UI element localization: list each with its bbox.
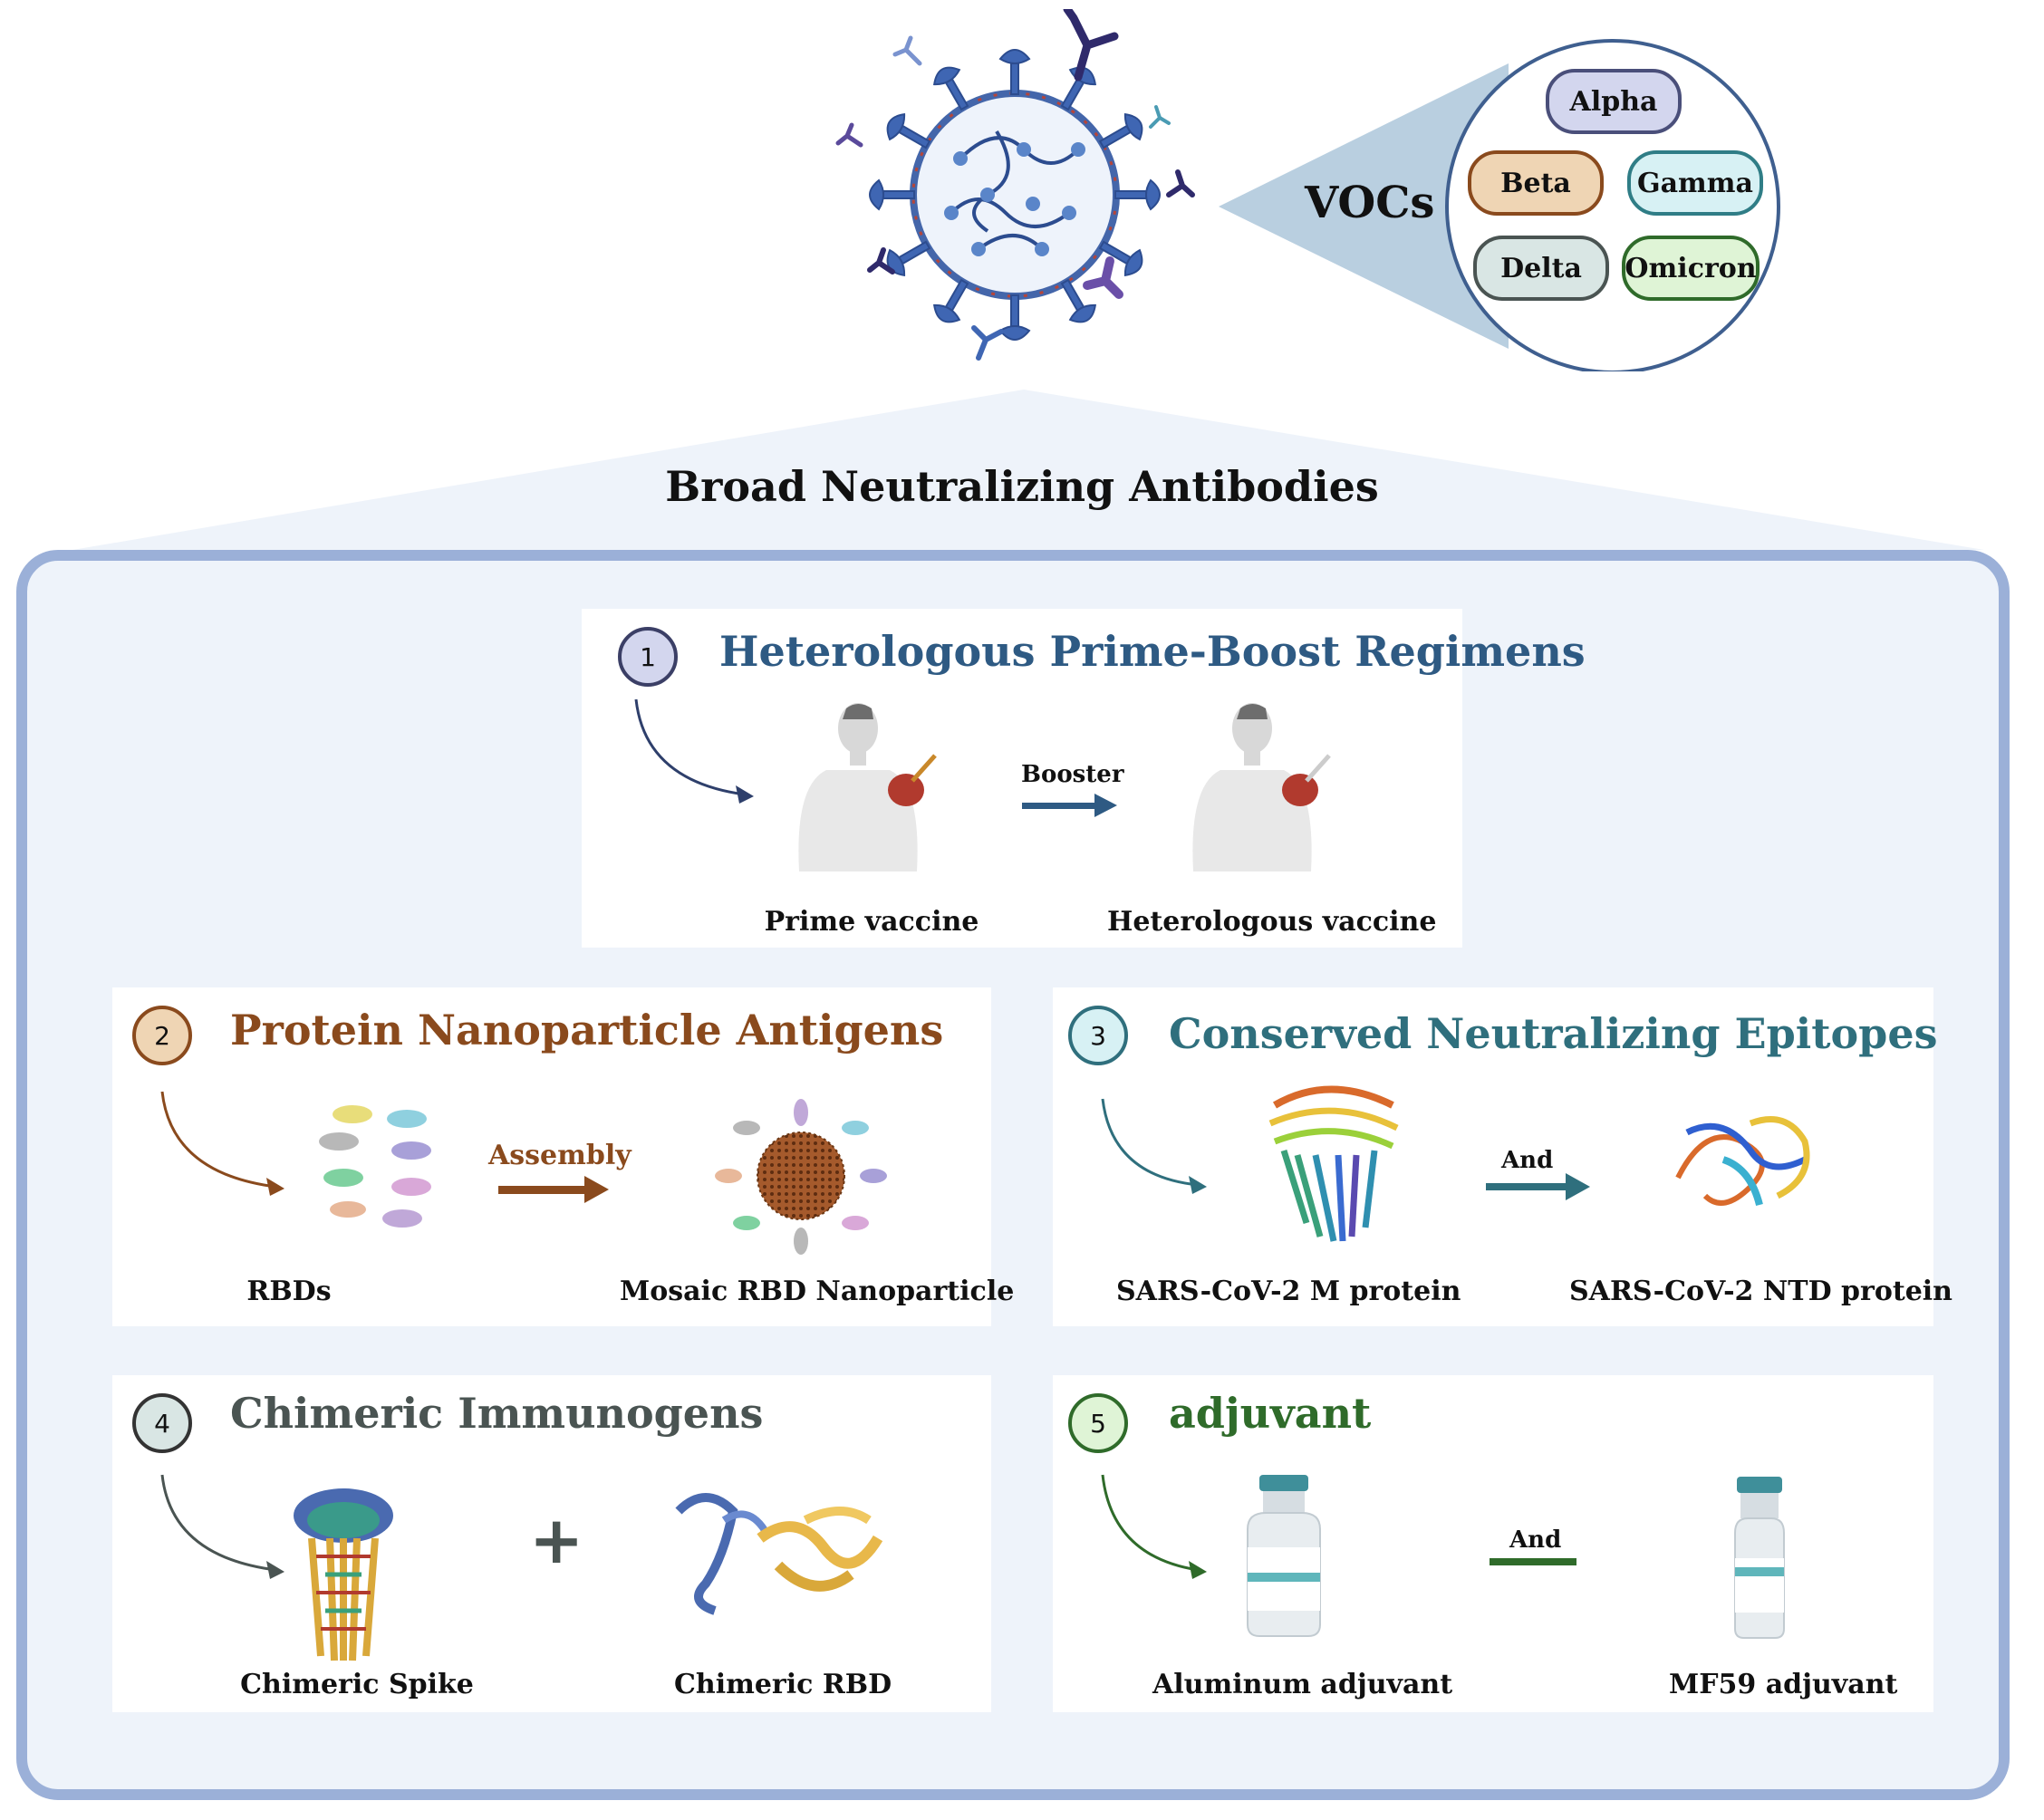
and-bar bbox=[1490, 1558, 1576, 1565]
panel-title: Protein Nanoparticle Antigens bbox=[230, 1006, 944, 1054]
variant-pill-alpha: Alpha bbox=[1546, 69, 1682, 134]
chimeric-spike-structure-icon bbox=[294, 1488, 393, 1661]
flow-arrow bbox=[1101, 1098, 1207, 1194]
left-caption: Aluminum adjuvant bbox=[1152, 1669, 1453, 1700]
right-caption: Chimeric RBD bbox=[674, 1669, 892, 1700]
assembly-arrow bbox=[498, 1176, 609, 1203]
chimeric-rbd-structure-icon bbox=[675, 1493, 883, 1615]
person-injection-icon bbox=[1192, 703, 1331, 871]
left-caption: Chimeric Spike bbox=[240, 1669, 474, 1700]
mf59-adjuvant-vial-icon bbox=[1734, 1477, 1785, 1639]
mosaic-nanoparticle-icon bbox=[715, 1099, 887, 1255]
person-injection-icon bbox=[798, 703, 937, 871]
plus-sign: + bbox=[529, 1502, 584, 1578]
arrow-label: Booster bbox=[1021, 761, 1124, 788]
background-trapezoid bbox=[72, 390, 1984, 550]
panel-prime-boost: 1 Heterologous Prime-Boost Regimens Boos… bbox=[582, 609, 1586, 948]
left-caption: RBDs bbox=[246, 1276, 332, 1307]
rbd-proteins-icon bbox=[319, 1105, 431, 1228]
flow-arrow bbox=[160, 1474, 284, 1579]
arrow-label: And bbox=[1509, 1526, 1562, 1554]
panel-number: 3 bbox=[1090, 1020, 1106, 1051]
section-title: Broad Neutralizing Antibodies bbox=[665, 462, 1379, 511]
panel-number: 1 bbox=[640, 641, 656, 672]
variant-pill-gamma: Gamma bbox=[1627, 150, 1763, 216]
panel-number-badge: 4 bbox=[132, 1393, 192, 1453]
panel-number-badge: 2 bbox=[132, 1006, 192, 1065]
panel-number: 4 bbox=[154, 1408, 170, 1439]
arrow-label: And bbox=[1501, 1147, 1554, 1174]
right-caption: MF59 adjuvant bbox=[1669, 1669, 1898, 1700]
panel-number-badge: 3 bbox=[1068, 1006, 1128, 1065]
panel-number: 2 bbox=[154, 1020, 170, 1051]
panel-title: Heterologous Prime-Boost Regimens bbox=[719, 627, 1586, 676]
left-caption: Prime vaccine bbox=[764, 906, 979, 938]
panel-number: 5 bbox=[1090, 1408, 1106, 1439]
and-arrow bbox=[1486, 1173, 1590, 1200]
variant-pill-beta: Beta bbox=[1468, 150, 1604, 216]
panel-number-badge: 5 bbox=[1068, 1393, 1128, 1453]
variant-pill-delta: Delta bbox=[1473, 236, 1609, 301]
booster-arrow bbox=[1022, 794, 1117, 817]
m-protein-structure-icon bbox=[1268, 1085, 1399, 1242]
right-caption: Heterologous vaccine bbox=[1107, 906, 1437, 938]
flow-arrow bbox=[160, 1091, 284, 1196]
ntd-protein-structure-icon bbox=[1675, 1116, 1810, 1207]
panel-chimeric: 4 Chimeric Immunogens + Chimeric Spike C… bbox=[112, 1375, 991, 1712]
arrow-label: Assembly bbox=[488, 1140, 632, 1171]
right-caption: Mosaic RBD Nanoparticle bbox=[620, 1276, 1015, 1307]
voc-label: VOCs bbox=[1305, 178, 1435, 228]
panel-nanoparticle: 2 Protein Nanoparticle Antigens Assembly… bbox=[112, 987, 1015, 1326]
aluminum-adjuvant-vial-icon bbox=[1247, 1475, 1321, 1637]
panel-title: Conserved Neutralizing Epitopes bbox=[1169, 1009, 1938, 1058]
right-caption: SARS-CoV-2 NTD protein bbox=[1569, 1276, 1952, 1307]
flow-arrow bbox=[1101, 1474, 1207, 1579]
panel-title: Chimeric Immunogens bbox=[230, 1389, 764, 1438]
flow-arrow bbox=[634, 698, 754, 804]
virus-with-antibodies-illustration bbox=[835, 9, 1195, 361]
panel-adjuvant: 5 adjuvant And Aluminum adjuvant MF59 ad… bbox=[1053, 1375, 1933, 1712]
panel-title: adjuvant bbox=[1169, 1389, 1372, 1438]
variant-pill-omicron: Omicron bbox=[1622, 236, 1760, 301]
left-caption: SARS-CoV-2 M protein bbox=[1116, 1276, 1461, 1307]
panel-epitopes: 3 Conserved Neutralizing Epitopes And SA… bbox=[1053, 987, 1952, 1326]
panel-number-badge: 1 bbox=[618, 627, 678, 687]
